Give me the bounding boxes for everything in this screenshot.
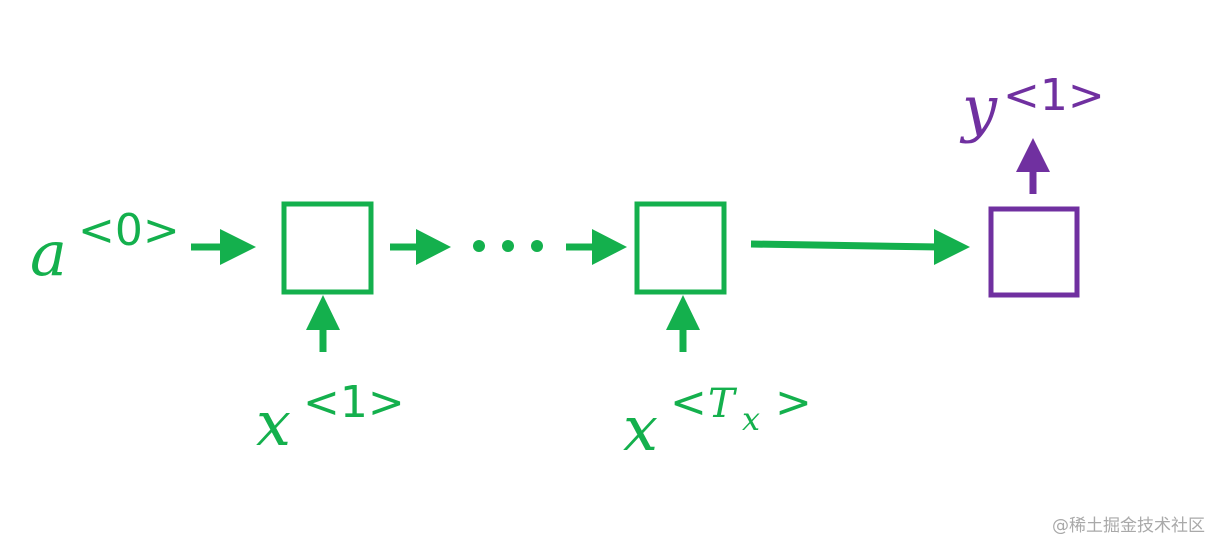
rnn-cell-Tx	[634, 201, 727, 295]
svg-text:>: >	[775, 377, 812, 428]
y1-label-base: y	[959, 72, 998, 145]
svg-text:x: x	[742, 400, 760, 438]
arrow-xTx-to-cellTx	[666, 295, 700, 352]
arrow-x1-to-cell1	[306, 295, 340, 352]
x1-label-base: x	[256, 387, 291, 460]
watermark-text: @稀土掘金技术社区	[1052, 516, 1205, 536]
ellipsis-text: ···	[0, 0, 2, 1]
y1-label-superscript: <1>	[1003, 70, 1105, 121]
svg-text:T: T	[708, 381, 738, 427]
arrow-cell1-to-ellipsis	[390, 229, 451, 265]
output-cell	[988, 206, 1080, 298]
arrow-a0-to-cell1	[191, 229, 256, 265]
arrow-ellipsis-to-cellTx	[566, 229, 627, 265]
svg-text:<: <	[670, 377, 707, 428]
a0-label-superscript: <0>	[78, 205, 180, 256]
arrow-cellTx-to-output	[750, 229, 970, 265]
arrow-output-to-y1	[1016, 138, 1050, 194]
xTx-label-superscript: < T x >	[670, 377, 812, 438]
a0-label-base: a	[30, 217, 67, 290]
ellipsis	[473, 240, 543, 252]
xTx-label-base: x	[623, 392, 658, 465]
x1-label-superscript: <1>	[303, 377, 405, 428]
rnn-cell-1	[281, 201, 374, 295]
